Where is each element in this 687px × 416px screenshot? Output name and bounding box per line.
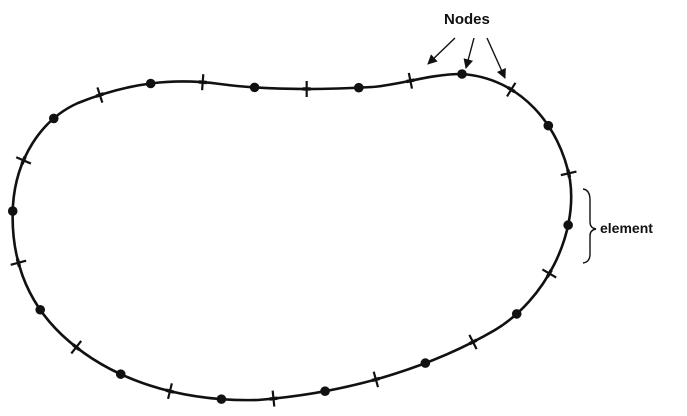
node-dot	[249, 82, 260, 93]
node-dot	[420, 358, 431, 368]
node-dot	[145, 78, 156, 89]
node-dot	[320, 386, 330, 396]
node-dot	[457, 69, 467, 79]
node-tick-mark	[95, 92, 105, 98]
node-tick-mark	[566, 169, 572, 178]
element-label: element	[600, 220, 653, 236]
node-tick-mark	[371, 376, 381, 383]
element-brace	[582, 188, 597, 264]
nodes-arrow-left	[427, 37, 456, 65]
node-dot	[216, 394, 227, 404]
node-dot	[7, 206, 18, 216]
node-tick-mark	[198, 80, 207, 85]
nodes-arrow-right	[486, 37, 506, 79]
node-dot	[354, 82, 364, 93]
node-dot	[35, 304, 46, 315]
node-tick-mark	[545, 269, 553, 278]
node-dot	[563, 220, 573, 230]
node-dot	[511, 309, 522, 319]
node-dot	[115, 369, 126, 379]
node-tick-mark	[20, 156, 27, 165]
node-dot	[48, 113, 59, 124]
node-tick-mark	[165, 388, 175, 394]
node-dot	[543, 120, 554, 131]
boundary-curve	[11, 72, 573, 402]
node-tick-mark	[406, 78, 415, 84]
node-tick-mark	[72, 343, 81, 351]
nodes-label: Nodes	[444, 11, 490, 28]
nodes-arrow-middle	[463, 37, 475, 69]
node-tick-mark	[269, 396, 278, 401]
node-markers	[7, 69, 577, 407]
node-tick-mark	[468, 338, 478, 346]
node-tick-mark	[506, 86, 516, 94]
node-tick-mark	[15, 258, 22, 268]
